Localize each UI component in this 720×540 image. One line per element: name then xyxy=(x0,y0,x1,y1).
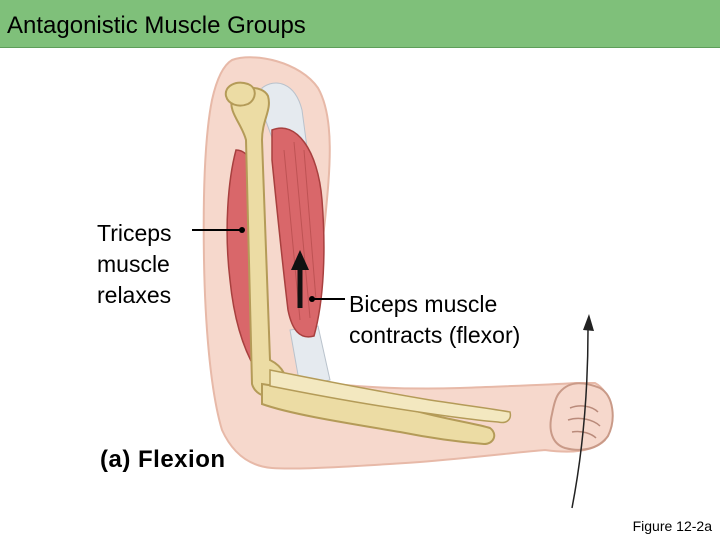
biceps-leader-dot xyxy=(309,296,315,302)
scapula-bone xyxy=(224,81,256,107)
triceps-label: Triceps muscle relaxes xyxy=(97,218,172,311)
triceps-label-line-2: muscle xyxy=(97,251,170,277)
biceps-label: Biceps muscle contracts (flexor) xyxy=(349,289,520,351)
flexion-arrowhead xyxy=(583,314,594,331)
fist xyxy=(549,382,614,451)
arm-flexion-illustration xyxy=(192,56,614,509)
title-bar: Antagonistic Muscle Groups xyxy=(0,0,720,48)
flexion-path-arrow xyxy=(571,329,589,509)
figure-caption: Figure 12-2a xyxy=(632,518,712,534)
contraction-arrow-head xyxy=(291,250,309,270)
biceps-label-line-2: contracts (flexor) xyxy=(349,322,521,348)
biceps-label-line-1: Biceps muscle xyxy=(349,291,498,317)
biceps-muscle xyxy=(271,127,325,338)
triceps-leader-dot xyxy=(239,227,245,233)
triceps-label-line-3: relaxes xyxy=(97,282,172,308)
ulna-bone xyxy=(269,369,512,424)
panel-label: (a) Flexion xyxy=(100,446,226,473)
triceps-label-line-1: Triceps xyxy=(97,220,172,246)
biceps-fibers xyxy=(283,141,317,321)
page-title: Antagonistic Muscle Groups xyxy=(7,12,306,39)
